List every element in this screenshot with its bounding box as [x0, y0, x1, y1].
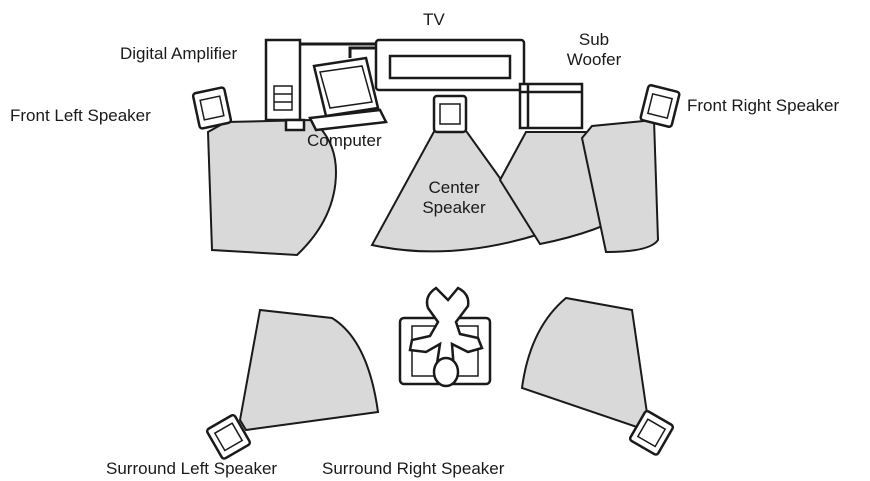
front-right-cone [580, 118, 660, 254]
center-speaker-label: Center Speaker [404, 178, 504, 218]
subwoofer-label: Sub Woofer [559, 30, 629, 70]
cables [288, 42, 376, 58]
surround-left-cone [238, 308, 380, 432]
digital-amplifier-icon [264, 38, 306, 132]
front-left-speaker-label: Front Left Speaker [10, 106, 151, 125]
center-speaker-icon [432, 94, 468, 134]
center-speaker-label-line1: Center [428, 178, 480, 197]
computer-icon [308, 56, 388, 132]
subwoofer-label-line1: Sub [578, 30, 610, 49]
sound-cones [206, 118, 660, 432]
subwoofer-icon [518, 82, 584, 130]
surround-right-speaker-icon [628, 409, 675, 456]
front-right-speaker-icon [639, 84, 681, 128]
surround-right-cone [520, 296, 650, 430]
surround-left-speaker-label: Surround Left Speaker [106, 459, 278, 478]
tv-icon [374, 38, 526, 92]
tv-label: TV [423, 10, 445, 29]
center-speaker-label-line2: Speaker [422, 198, 486, 217]
subwoofer-label-line2: Woofer [566, 50, 622, 69]
surround-left-speaker-icon [205, 413, 252, 460]
front-left-speaker-icon [191, 86, 233, 130]
front-right-speaker-label: Front Right Speaker [687, 96, 840, 115]
surround-right-speaker-label: Surround Right Speaker [322, 459, 505, 478]
front-left-cone [206, 118, 338, 257]
digital-amplifier-label: Digital Amplifier [120, 44, 238, 63]
listener-icon [398, 286, 492, 388]
computer-label: Computer [307, 131, 382, 150]
